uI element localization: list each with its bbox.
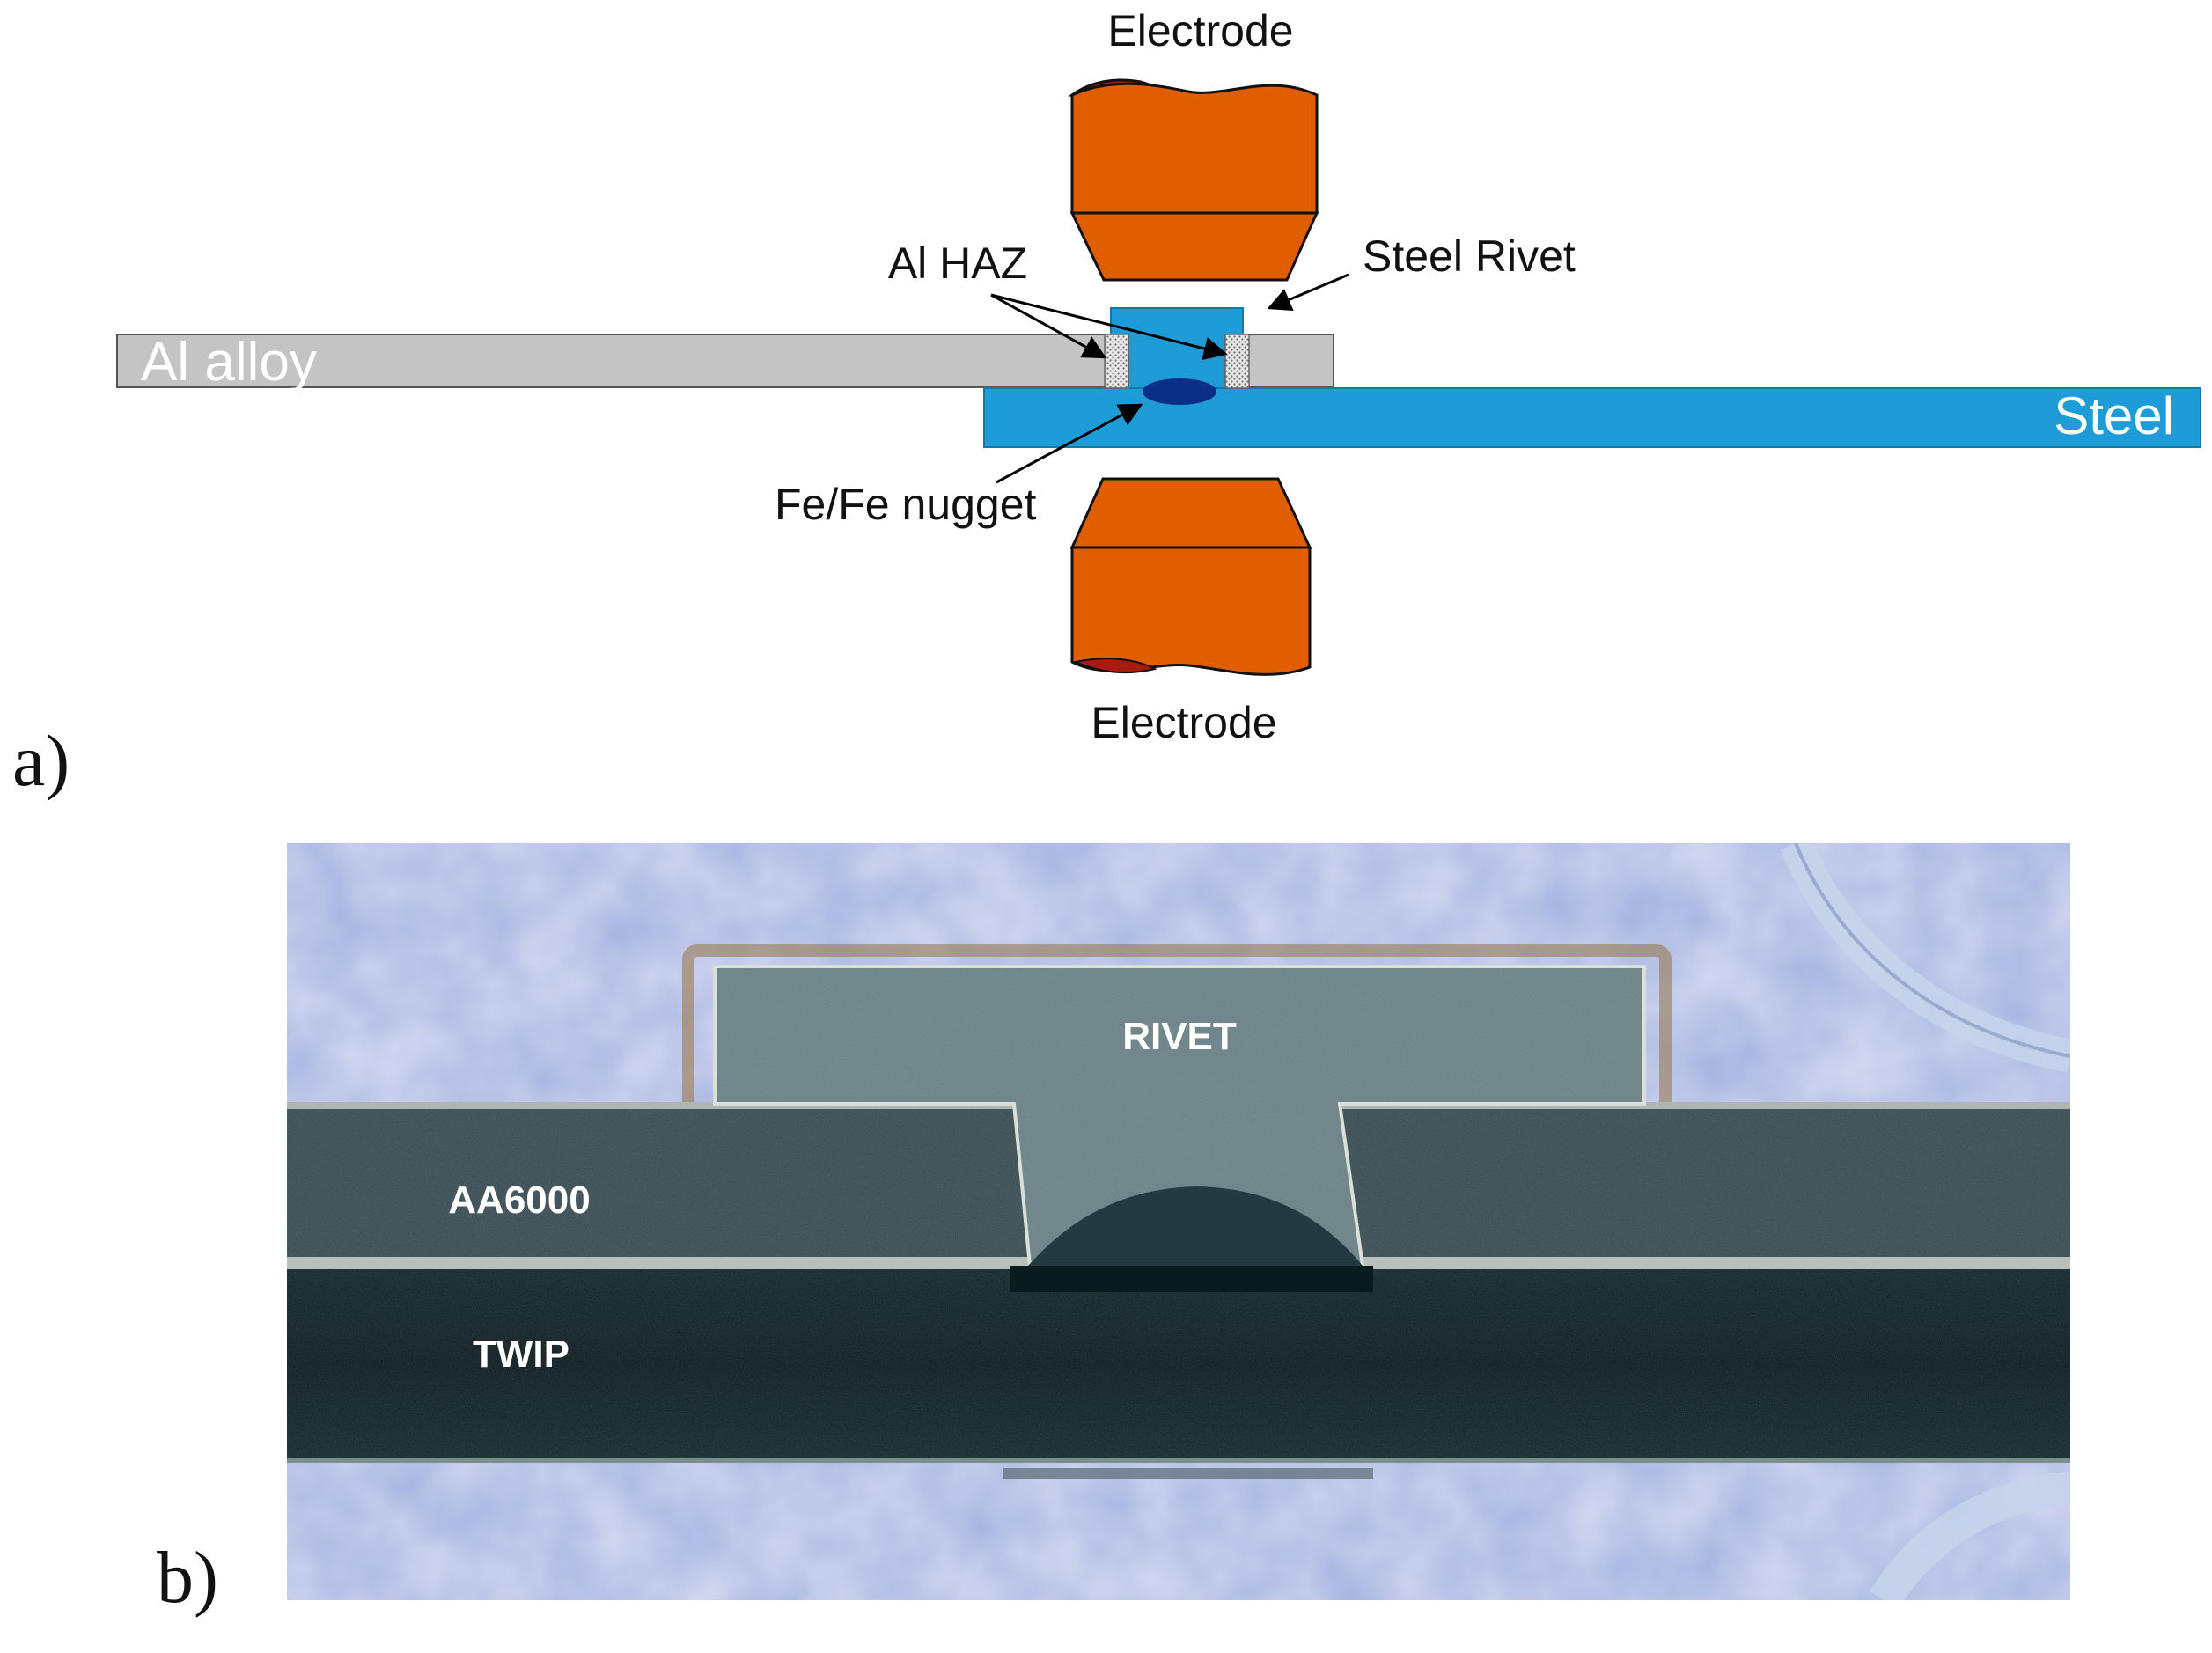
rivet-section <box>713 965 1646 1292</box>
arrow-haz-left <box>990 293 1107 359</box>
label-steel-rivet: Steel Rivet <box>1363 231 1576 281</box>
panel-letter-b: b) <box>157 1537 218 1619</box>
panel-b-micrograph: RIVET AA6000 TWIP <box>287 843 2070 1600</box>
arrow-nugget <box>996 403 1143 484</box>
label-twip: TWIP <box>473 1333 570 1376</box>
label-steel: Steel <box>2054 386 2174 445</box>
fe-fe-nugget <box>1143 378 1216 405</box>
panel-letter-a: a) <box>12 720 70 802</box>
label-al-haz: Al HAZ <box>888 239 1027 288</box>
steel-rivet <box>1110 307 1244 389</box>
resin-tube-bottom <box>1870 1471 2070 1600</box>
arrow-steel-rivet <box>1267 273 1349 311</box>
label-electrode-bottom: Electrode <box>1091 698 1276 747</box>
al-haz-left <box>1104 334 1129 389</box>
al-haz-right <box>1224 334 1250 389</box>
label-aa6000: AA6000 <box>448 1179 590 1222</box>
label-al-alloy: Al alloy <box>141 332 317 393</box>
twip-sheet <box>287 1269 2070 1463</box>
label-rivet: RIVET <box>1122 1015 1237 1058</box>
electrode-bottom <box>1069 477 1312 676</box>
arrow-haz-right <box>990 293 1228 361</box>
electrode-top <box>1068 78 1319 282</box>
label-electrode-top: Electrode <box>1107 6 1293 55</box>
label-nugget: Fe/Fe nugget <box>775 480 1037 529</box>
panel-a-schematic: Electrode Al HAZ Steel Rivet Al alloy St… <box>12 6 2201 802</box>
